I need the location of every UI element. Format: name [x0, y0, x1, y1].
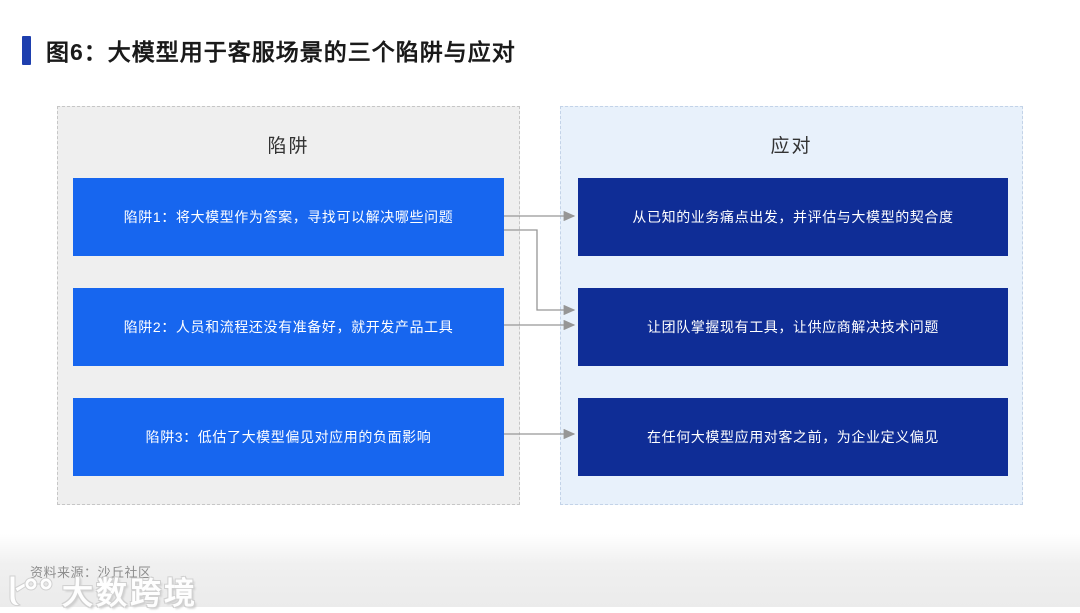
response-box-2: 让团队掌握现有工具，让供应商解决技术问题: [578, 288, 1008, 366]
pitfall-box-2: 陷阱2：人员和流程还没有准备好，就开发产品工具: [73, 288, 504, 366]
pitfalls-panel-header: 陷阱: [267, 136, 310, 157]
watermark: 大数跨境: [6, 568, 198, 613]
title-row: 图6：大模型用于客服场景的三个陷阱与应对: [22, 33, 516, 67]
page-title: 图6：大模型用于客服场景的三个陷阱与应对: [46, 39, 516, 65]
title-accent-bar-icon: [22, 35, 31, 65]
pitfall-box-1: 陷阱1：将大模型作为答案，寻找可以解决哪些问题: [73, 178, 504, 256]
responses-panel-header: 应对: [770, 136, 813, 157]
pitfall-box-3: 陷阱3：低估了大模型偏见对应用的负面影响: [73, 398, 504, 476]
glasses-face-logo-icon: [9, 575, 53, 606]
response-box-1: 从已知的业务痛点出发，并评估与大模型的契合度: [578, 178, 1008, 256]
pitfalls-panel: 陷阱 陷阱1：将大模型作为答案，寻找可以解决哪些问题 陷阱2：人员和流程还没有准…: [57, 106, 520, 505]
source-note: 资料来源：沙丘社区: [30, 565, 152, 580]
response-box-3: 在任何大模型应用对客之前，为企业定义偏见: [578, 398, 1008, 476]
responses-panel: 应对 从已知的业务痛点出发，并评估与大模型的契合度 让团队掌握现有工具，让供应商…: [560, 106, 1023, 505]
watermark-text: 大数跨境: [62, 576, 198, 611]
